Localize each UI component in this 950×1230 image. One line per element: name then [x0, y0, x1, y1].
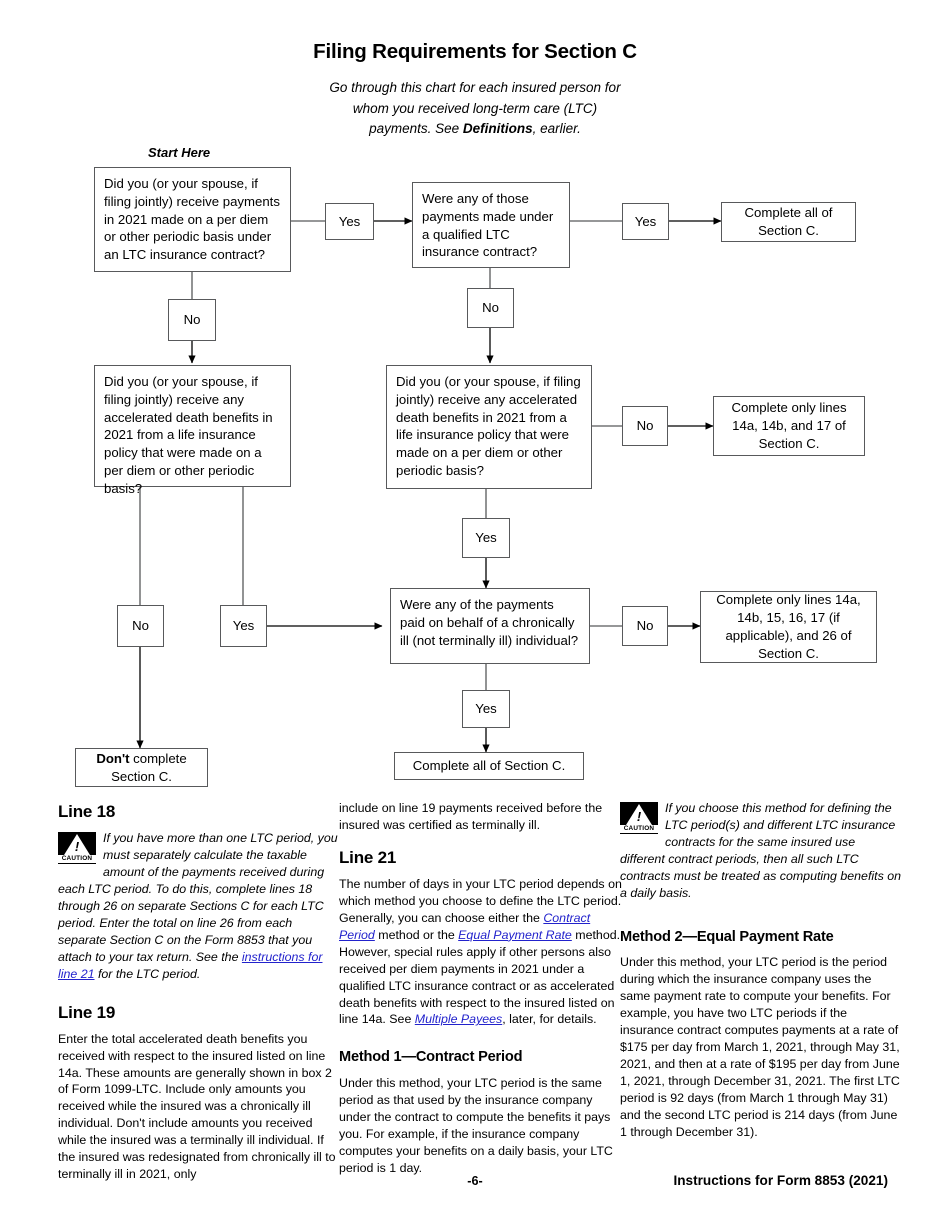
- footer-form-label: Instructions for Form 8853 (2021): [673, 1173, 888, 1188]
- q1-no-label: No: [183, 312, 201, 328]
- caution-word-2: CAUTION: [620, 825, 658, 833]
- q1-yes-label: Yes: [338, 213, 361, 229]
- terminal-lines-14a-14b-15-16-17-26: Complete only lines 14a, 14b, 15, 16, 17…: [700, 591, 877, 663]
- question-box-2: Were any of those payments made under a …: [412, 182, 570, 268]
- line-18-caution-paragraph: ! CAUTION If you have more than one LTC …: [58, 830, 341, 982]
- q4-yes-box: Yes: [462, 518, 510, 558]
- question-4-text: Did you (or your spouse, if filing joint…: [396, 374, 581, 479]
- question-5-text: Were any of the payments paid on behalf …: [400, 597, 579, 648]
- question-box-5: Were any of the payments paid on behalf …: [390, 588, 590, 664]
- q3-no-label: No: [132, 618, 149, 634]
- q5-no-label: No: [636, 618, 654, 634]
- q4-no-box: No: [622, 406, 668, 446]
- caution-triangle-2: [626, 804, 652, 825]
- definitions-reference: Definitions: [462, 121, 533, 137]
- caution-text-b: for the LTC period.: [94, 966, 201, 981]
- q5-yes-label: Yes: [475, 701, 497, 717]
- instructions-for-line-21-link[interactable]: instructions for line 21: [58, 949, 323, 981]
- terminal-4-text: Don't complete Section C.: [82, 750, 201, 786]
- q3-yes-box: Yes: [220, 605, 267, 647]
- line-19-paragraph: Enter the total accelerated death benefi…: [58, 1031, 336, 1182]
- q5-yes-box: Yes: [462, 690, 510, 728]
- text-column-2: include on line 19 payments received bef…: [339, 800, 622, 1187]
- terminal-4-rest: complete Section C.: [111, 750, 187, 784]
- line-21-text-d: , later, for details.: [502, 1012, 597, 1027]
- method-1-paragraph: Under this method, your LTC period is th…: [339, 1076, 613, 1175]
- line-21-heading: Line 21: [339, 847, 397, 867]
- filing-requirements-flowchart: Start Here Did you (or your spouse, if f…: [75, 145, 877, 787]
- question-1-text: Did you (or your spouse, if filing joint…: [104, 176, 280, 263]
- footer-page-number: -6-: [467, 1174, 483, 1188]
- line-21-paragraph: The number of days in your LTC period de…: [339, 876, 622, 1028]
- start-here-label: Start Here: [148, 145, 211, 160]
- question-box-1: Did you (or your spouse, if filing joint…: [94, 167, 291, 272]
- line-21-text-a: The number of days in your LTC period de…: [339, 877, 622, 925]
- caution-word: CAUTION: [58, 855, 96, 864]
- method-caution-paragraph: ! CAUTION If you choose this method for …: [620, 800, 903, 902]
- q2-yes-box: Yes: [622, 203, 669, 240]
- question-2-text: Were any of those payments made under a …: [422, 191, 554, 260]
- page-title: Filing Requirements for Section C: [313, 40, 637, 63]
- subtitle-line-2: whom you received long-term care (LTC): [352, 100, 598, 116]
- terminal-2-text: Complete only lines 14a, 14b, and 17 of …: [731, 400, 847, 451]
- terminal-4-bold: Don't: [96, 750, 130, 766]
- terminal-dont-complete: Don't complete Section C.: [75, 748, 208, 787]
- line-21-text-c: method. However, special rules apply if …: [339, 927, 621, 1027]
- q3-yes-label: Yes: [232, 618, 255, 634]
- q2-yes-label: Yes: [634, 213, 657, 229]
- contract-period-link[interactable]: Contract Period: [339, 910, 591, 942]
- line-19-continued-paragraph: include on line 19 payments received bef…: [339, 801, 603, 832]
- caution-exclamation-2: !: [636, 809, 642, 824]
- caution-triangle: [64, 834, 90, 856]
- terminal-complete-all-2: Complete all of Section C.: [394, 752, 584, 780]
- q5-no-box: No: [622, 606, 668, 646]
- q1-no-box: No: [168, 299, 216, 341]
- terminal-3-text: Complete only lines 14a, 14b, 15, 16, 17…: [716, 592, 861, 661]
- subtitle-line-3-post: , earlier.: [532, 121, 581, 137]
- line-21-text-b: method or the: [374, 927, 459, 942]
- caution-icon-2: ! CAUTION: [620, 802, 658, 834]
- q2-no-box: No: [467, 288, 514, 328]
- subtitle-line-3-pre: payments. See: [369, 121, 463, 137]
- method-1-heading: Method 1—Contract Period: [339, 1049, 523, 1066]
- method-2-paragraph: Under this method, your LTC period is th…: [620, 955, 900, 1139]
- question-3-text: Did you (or your spouse, if filing joint…: [104, 374, 273, 496]
- q2-no-label: No: [482, 300, 499, 316]
- page-subtitle: Go through this chart for each insured p…: [255, 78, 695, 140]
- multiple-payees-link[interactable]: Multiple Payees: [414, 1012, 503, 1027]
- caution-icon: ! CAUTION: [58, 832, 96, 865]
- line-18-heading: Line 18: [58, 802, 116, 821]
- question-box-3: Did you (or your spouse, if filing joint…: [94, 365, 291, 496]
- q4-yes-label: Yes: [475, 530, 497, 546]
- method-caution-text: If you choose this method for defining t…: [620, 801, 902, 900]
- subtitle-line-1: Go through this chart for each insured p…: [329, 80, 621, 95]
- text-column-3: ! CAUTION If you choose this method for …: [620, 800, 903, 1151]
- method-2-heading: Method 2—Equal Payment Rate: [620, 928, 834, 945]
- question-box-4: Did you (or your spouse, if filing joint…: [386, 365, 592, 489]
- line-19-heading: Line 19: [58, 1002, 116, 1022]
- caution-text-a: If you have more than one LTC period, yo…: [58, 831, 338, 964]
- equal-payment-rate-link[interactable]: Equal Payment Rate: [458, 927, 572, 942]
- terminal-lines-14a-14b-17: Complete only lines 14a, 14b, and 17 of …: [713, 396, 865, 456]
- caution-exclamation: !: [74, 839, 80, 855]
- terminal-1-text: Complete all of Section C.: [744, 205, 833, 238]
- flowchart-connectors: [136, 217, 722, 753]
- q1-yes-box: Yes: [325, 203, 374, 240]
- terminal-complete-all-1: Complete all of Section C.: [721, 202, 856, 242]
- q3-no-box: No: [117, 605, 164, 647]
- q4-no-label: No: [636, 418, 654, 434]
- text-column-1: Line 18 ! CAUTION If you have more than …: [58, 800, 341, 1193]
- terminal-5-text: Complete all of Section C.: [412, 758, 566, 774]
